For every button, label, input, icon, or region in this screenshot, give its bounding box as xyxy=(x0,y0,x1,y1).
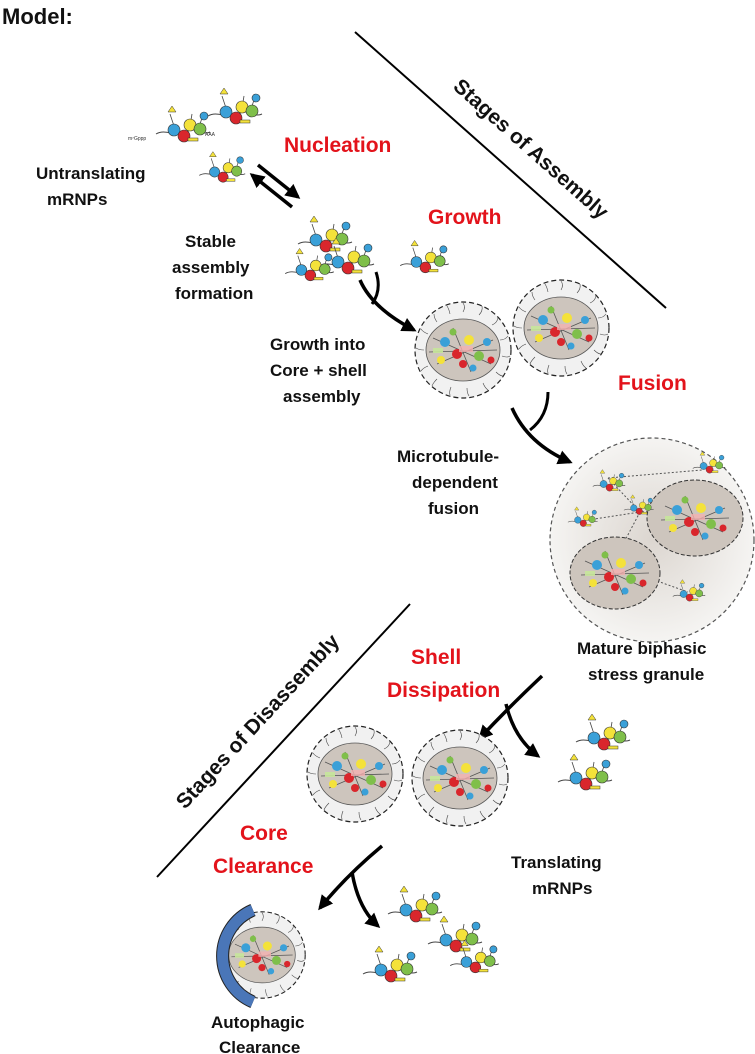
growth-arrow-branch xyxy=(370,271,380,305)
stage-clearance-label: Clearance xyxy=(213,855,313,878)
assembly-divider-line xyxy=(354,31,667,309)
label-microtubule-3: fusion xyxy=(428,499,479,518)
shell-dissipation-arrow-to-mrnps xyxy=(504,703,541,758)
core-clearance-arrow-to-autophagy xyxy=(318,844,384,911)
label-mature-2: stress granule xyxy=(588,665,704,684)
stage-dissipation-label: Dissipation xyxy=(387,679,500,702)
untranslating-mrnp-cluster: m⁷Gppp AAA xyxy=(128,87,263,183)
fusion-arrow xyxy=(510,407,573,465)
label-growth-into-1: Growth into xyxy=(270,335,365,354)
label-stable-2: assembly xyxy=(172,258,250,277)
svg-text:m⁷Gppp: m⁷Gppp xyxy=(128,136,146,142)
label-untranslating-1: Untranslating xyxy=(36,164,146,183)
stable-assembly-cluster xyxy=(284,215,450,282)
label-stable-1: Stable xyxy=(185,232,236,251)
label-translating-1: Translating xyxy=(511,853,602,872)
mature-biphasic-stress-granule xyxy=(549,437,755,643)
autophagosome-membrane xyxy=(217,904,256,1008)
shell-dissipation-arrow-to-cores xyxy=(477,674,544,741)
label-translating-2: mRNPs xyxy=(532,879,592,898)
label-microtubule-2: dependent xyxy=(412,473,498,492)
stage-nucleation: Nucleation xyxy=(284,134,391,157)
stage-shell-label: Shell xyxy=(411,646,461,669)
label-autophagic-1: Autophagic xyxy=(211,1013,305,1032)
disassembly-divider-line xyxy=(156,603,411,878)
dissipating-granule-1 xyxy=(307,726,403,822)
autophagic-clearance-group xyxy=(216,904,305,1008)
stages-of-assembly-heading: Stages of Assembly xyxy=(449,75,613,224)
label-microtubule-1: Microtubule- xyxy=(397,447,499,466)
nucleation-forward-arrow xyxy=(256,163,301,199)
label-growth-into-2: Core + shell xyxy=(270,361,367,380)
core-clearance-arrow-to-mrnps xyxy=(350,871,381,928)
stage-growth: Growth xyxy=(428,206,502,229)
stage-core-label: Core xyxy=(240,822,288,845)
stage-fusion: Fusion xyxy=(618,372,687,395)
fusion-arrow-branch xyxy=(529,391,550,432)
core-shell-granule-1 xyxy=(415,302,511,398)
label-mature-1: Mature biphasic xyxy=(577,639,706,658)
dissipating-granule-2 xyxy=(412,730,508,826)
figure-title: Model: xyxy=(2,4,73,29)
growth-arrow xyxy=(358,279,417,332)
translating-mrnp-cluster xyxy=(557,713,631,791)
label-autophagic-2: Clearance xyxy=(219,1038,300,1054)
label-growth-into-3: assembly xyxy=(283,387,361,406)
nucleation-reverse-arrow xyxy=(249,173,294,209)
core-shell-granule-2 xyxy=(513,280,609,376)
svg-text:AAA: AAA xyxy=(205,132,216,138)
label-untranslating-2: mRNPs xyxy=(47,190,107,209)
label-stable-3: formation xyxy=(175,284,253,303)
released-mrnp-cluster xyxy=(362,885,500,983)
